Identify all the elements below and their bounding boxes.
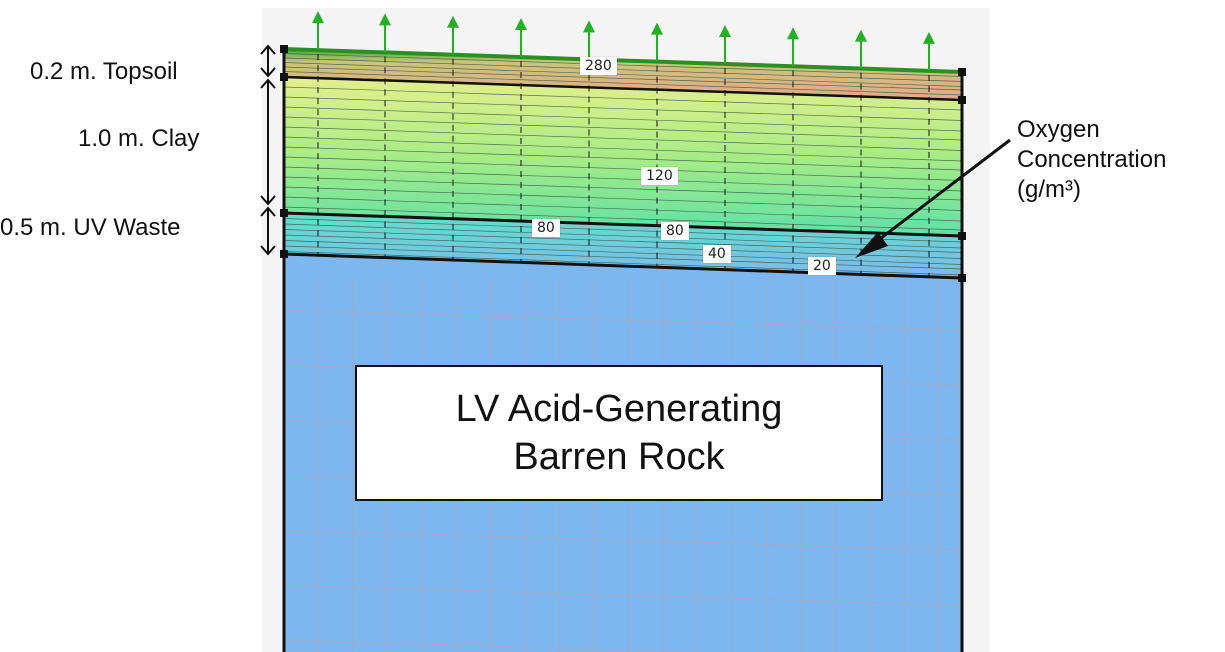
thickness-brackets: [260, 44, 276, 256]
uv-waste-label: 0.5 m. UV Waste: [0, 214, 181, 241]
boundary-nodes: [280, 45, 966, 282]
surface-line: [283, 47, 963, 74]
clay-label: 1.0 m. Clay: [78, 125, 200, 152]
callout-line: Oxygen: [1017, 116, 1100, 143]
topsoil-clay-boundary: [283, 75, 963, 102]
contour-label-20: 20: [808, 257, 836, 275]
contour-label-280: 280: [580, 57, 617, 75]
contour-label-80: 80: [532, 219, 560, 237]
callout-line: Concentration: [1017, 146, 1167, 173]
contour-label-120: 120: [641, 167, 678, 185]
rock-label-box: LV Acid-Generating Barren Rock: [355, 365, 883, 501]
callout-arrow: [855, 138, 1011, 258]
rock-label-line: LV Acid-Generating: [455, 388, 783, 430]
contour-label-80: 80: [661, 222, 689, 240]
callout-line: (g/m³): [1017, 176, 1081, 203]
oxygen-callout: Oxygen Concentration (g/m³): [1017, 115, 1166, 205]
clay-waste-boundary: [283, 211, 963, 238]
rock-label-line: Barren Rock: [513, 436, 725, 478]
mesh-lines: [317, 54, 930, 276]
contour-label-40: 40: [703, 245, 731, 263]
flux-arrows: [312, 11, 935, 71]
waste-rock-boundary: [283, 252, 963, 280]
topsoil-label: 0.2 m. Topsoil: [30, 58, 178, 85]
